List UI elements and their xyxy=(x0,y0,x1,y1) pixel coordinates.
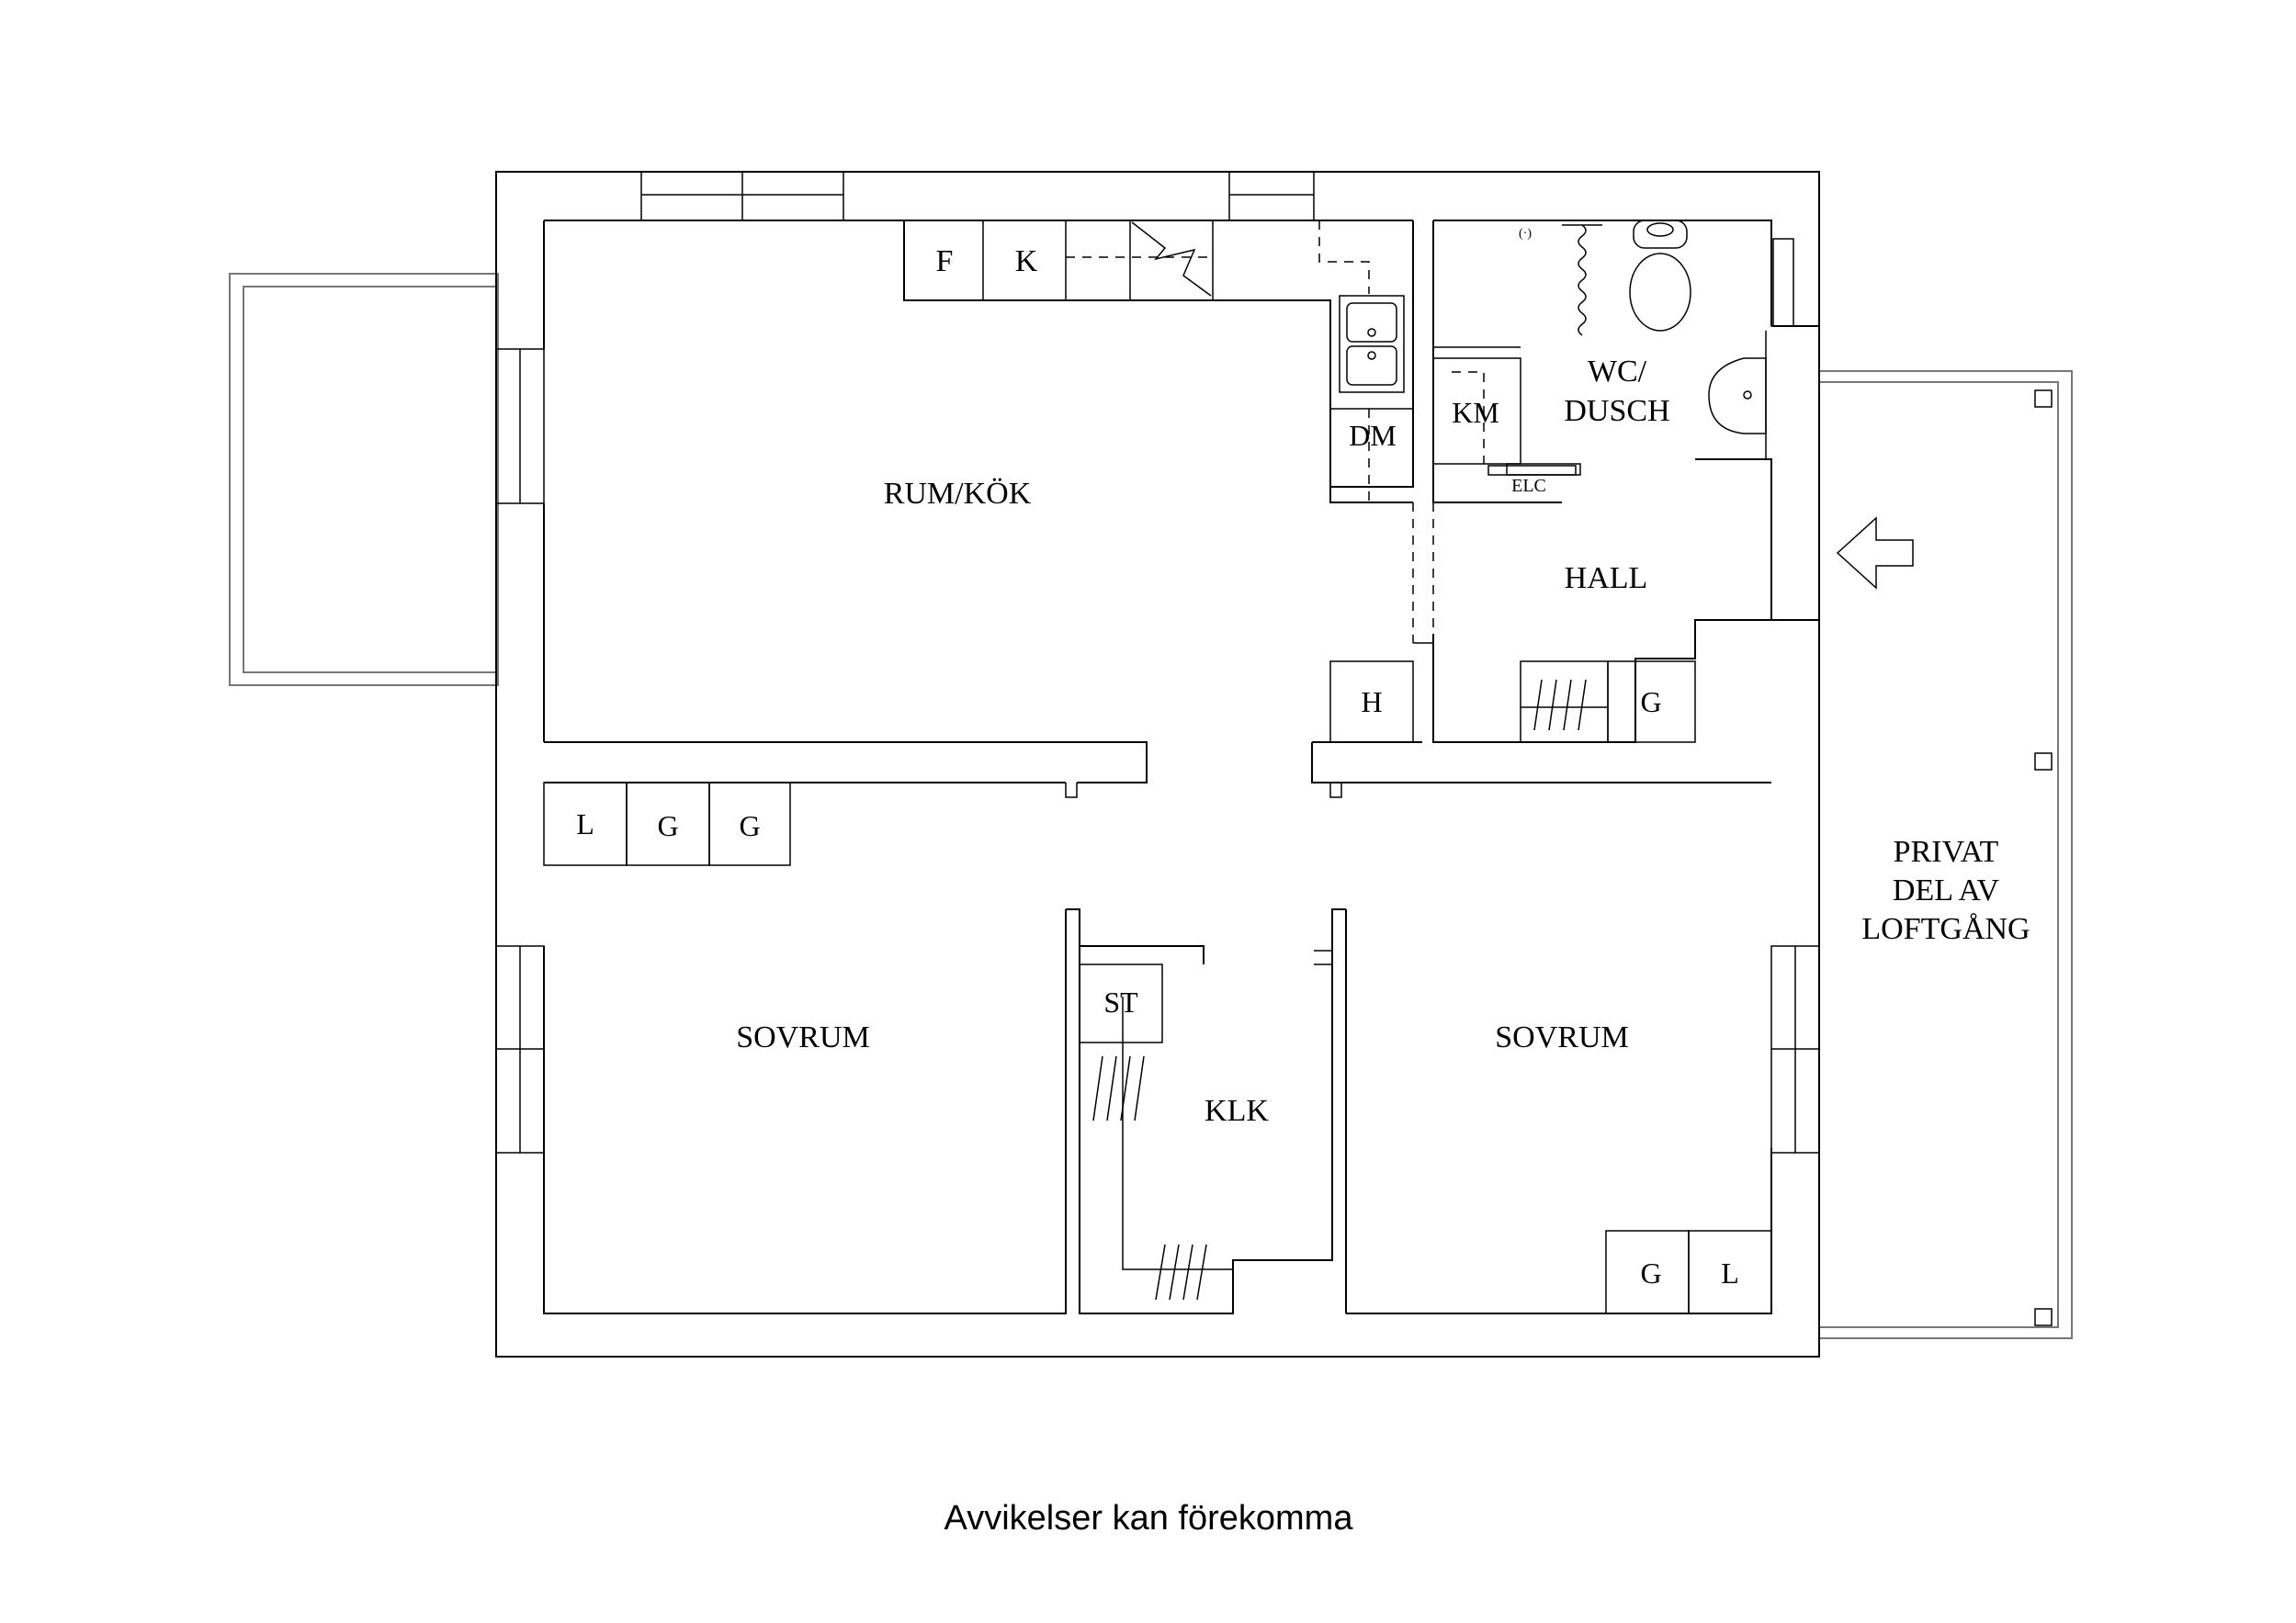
fixture-elc-label: ELC xyxy=(1511,476,1546,496)
loftway-balcony xyxy=(1819,370,2073,1339)
room-label-balcony-line2: DEL AV xyxy=(1893,873,2000,907)
closet-storage xyxy=(1079,945,1207,1301)
fixture-storage-label: ST xyxy=(1103,986,1138,1019)
room-label-balcony-line3: LOFTGÅNG xyxy=(1861,912,2030,946)
room-label-hall: HALL xyxy=(1565,561,1648,595)
fixture-left-wardrobe-1-label: G xyxy=(657,809,678,842)
disclaimer-caption: Avvikelser kan förekomma xyxy=(944,1499,1354,1538)
room-label-wc-line2: DUSCH xyxy=(1564,394,1669,428)
room-label-bedroom-left: SOVRUM xyxy=(736,1020,869,1054)
room-label-closet: KLK xyxy=(1205,1094,1269,1128)
fixture-hall-wardrobe-label: G xyxy=(1640,685,1661,718)
toilet-icon xyxy=(1629,220,1691,332)
bathroom-fixtures: (·) xyxy=(1432,220,1767,476)
railing-post xyxy=(2034,752,2053,771)
hanger-icon xyxy=(1092,1055,1145,1121)
left-balcony xyxy=(229,273,499,686)
windows-top xyxy=(640,171,1315,221)
fixture-left-wardrobe-2-label: G xyxy=(739,809,760,842)
fixture-washing-machine-label: KM xyxy=(1452,396,1499,429)
outer-walls xyxy=(495,171,1820,1358)
room-label-balcony-line1: PRIVAT xyxy=(1894,835,1999,869)
fixture-right-wardrobe-label: G xyxy=(1640,1257,1661,1290)
entrance-arrow-icon xyxy=(1836,516,1914,590)
railing-post xyxy=(2034,1308,2053,1326)
stove-symbol-icon xyxy=(1131,221,1212,297)
windows-right xyxy=(1770,238,1820,1154)
washing-machine-box xyxy=(1432,357,1521,465)
hanger-icon xyxy=(1533,679,1587,731)
hall-storage xyxy=(1329,660,1696,743)
fixture-hat-shelf-label: H xyxy=(1361,685,1382,718)
fixture-dishwasher-label: DM xyxy=(1349,419,1397,452)
fixture-fridge-label: F xyxy=(936,244,954,278)
railing-post xyxy=(2034,389,2053,408)
sink-icon xyxy=(1339,295,1405,393)
fixture-right-linen-label: L xyxy=(1721,1257,1739,1290)
left-bedroom-storage xyxy=(543,782,791,866)
washbasin-icon xyxy=(1708,331,1767,459)
hanger-icon xyxy=(1155,1244,1207,1301)
room-label-kitchen: RUM/KÖK xyxy=(884,477,1032,511)
room-label-bedroom-right: SOVRUM xyxy=(1495,1020,1628,1054)
shower-icon: (·) xyxy=(1519,227,1532,241)
kitchen-counter xyxy=(903,220,1413,502)
right-bedroom-storage xyxy=(1605,1230,1772,1314)
shower-curtain-icon xyxy=(1578,224,1587,336)
windows-left xyxy=(495,348,545,1154)
fixture-freezer-label: K xyxy=(1015,244,1038,278)
fixture-left-linen-label: L xyxy=(576,807,594,840)
room-label-wc-line1: WC/ xyxy=(1588,355,1647,389)
